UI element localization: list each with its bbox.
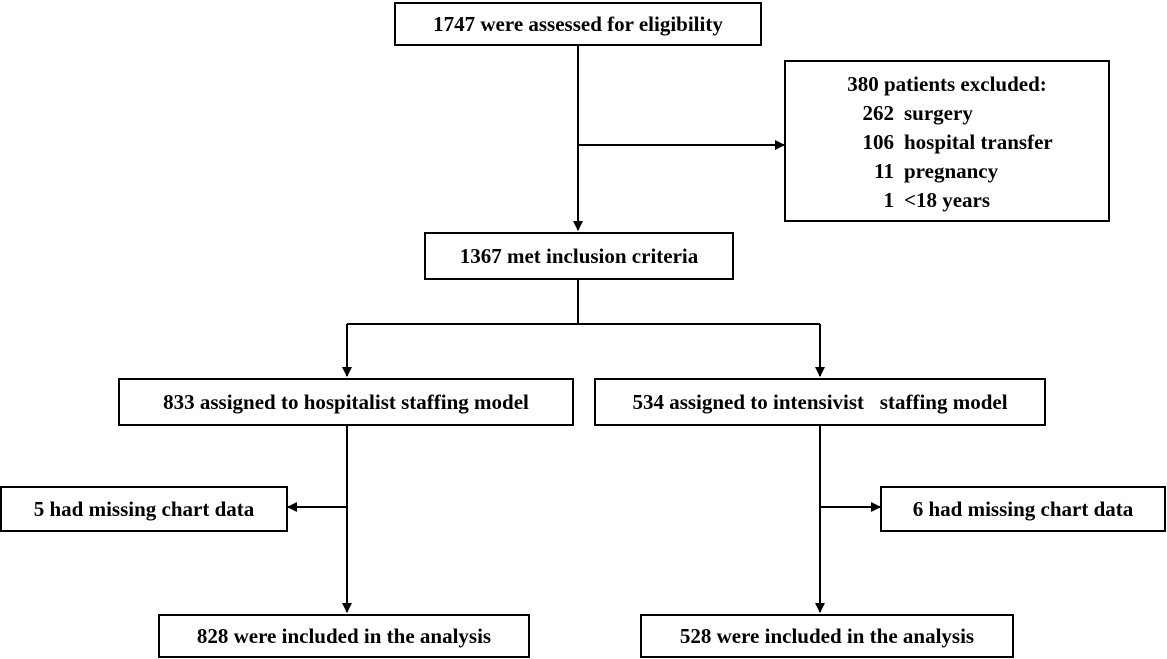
assessed-box: 1747 were assessed for eligibility	[394, 2, 762, 46]
excluded-count: 11	[874, 159, 894, 183]
excluded-reason-row: 1 <18 years	[786, 186, 991, 215]
excluded-reason: hospital transfer	[904, 130, 1053, 154]
excluded-reason: <18 years	[904, 188, 991, 212]
excluded-box: 380 patients excluded: 262 surgery 106 h…	[784, 60, 1110, 222]
excluded-count: 1	[883, 188, 895, 212]
intensivist-analyzed-text: 528 were included in the analysis	[679, 623, 975, 648]
excluded-reason-row: 11 pregnancy	[786, 157, 998, 186]
intensivist-analyzed-box: 528 were included in the analysis	[640, 614, 1014, 658]
hospitalist-missing-text: 5 had missing chart data	[33, 496, 255, 521]
hospitalist-assigned-box: 833 assigned to hospitalist staffing mod…	[118, 378, 574, 426]
hospitalist-analyzed-box: 828 were included in the analysis	[158, 614, 530, 658]
excluded-reason: pregnancy	[904, 159, 999, 183]
intensivist-missing-box: 6 had missing chart data	[880, 486, 1166, 532]
intensivist-assigned-text: 534 assigned to intensivist staffing mod…	[632, 389, 1008, 414]
excluded-reason: surgery	[904, 101, 973, 125]
excluded-reason-row: 106 hospital transfer	[786, 128, 1053, 157]
intensivist-assigned-box: 534 assigned to intensivist staffing mod…	[594, 378, 1046, 426]
assessed-text: 1747 were assessed for eligibility	[433, 11, 723, 36]
hospitalist-analyzed-text: 828 were included in the analysis	[196, 623, 492, 648]
intensivist-missing-text: 6 had missing chart data	[912, 496, 1134, 521]
hospitalist-missing-box: 5 had missing chart data	[0, 486, 288, 532]
excluded-count: 262	[862, 101, 895, 125]
included-box: 1367 met inclusion criteria	[424, 232, 734, 280]
hospitalist-assigned-text: 833 assigned to hospitalist staffing mod…	[163, 389, 529, 414]
excluded-count: 106	[862, 130, 895, 154]
excluded-title: 380 patients excluded:	[847, 72, 1047, 96]
excluded-reason-row: 262 surgery	[786, 99, 973, 128]
included-text: 1367 met inclusion criteria	[459, 243, 699, 268]
